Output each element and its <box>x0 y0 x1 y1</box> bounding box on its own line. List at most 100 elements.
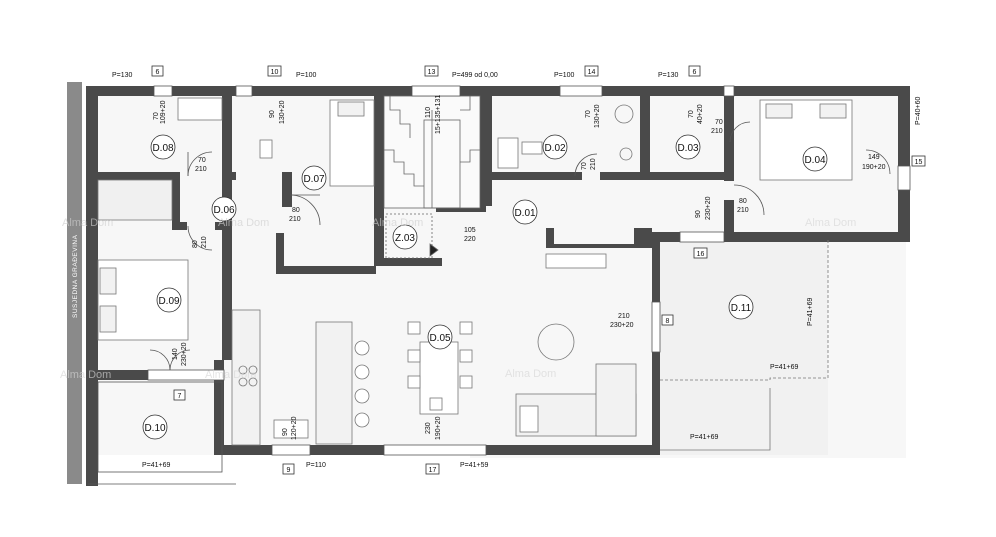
svg-text:230+20: 230+20 <box>610 322 634 329</box>
svg-text:70: 70 <box>153 112 160 120</box>
windows <box>147 85 911 456</box>
svg-text:230: 230 <box>425 422 432 434</box>
svg-text:230+20: 230+20 <box>181 342 188 366</box>
svg-text:P=41+69: P=41+69 <box>770 364 799 371</box>
svg-text:120+20: 120+20 <box>291 416 298 440</box>
svg-text:130+20: 130+20 <box>594 104 601 128</box>
svg-text:D.01: D.01 <box>514 208 536 219</box>
svg-text:D.05: D.05 <box>429 333 451 344</box>
svg-text:90: 90 <box>695 210 702 218</box>
svg-text:6: 6 <box>156 69 160 76</box>
markers: 6 10 13 8 14 6 15 16 7 9 17 <box>151 65 926 475</box>
svg-text:Alma Dom: Alma Dom <box>60 369 111 381</box>
svg-text:105: 105 <box>464 227 476 234</box>
svg-text:P=100: P=100 <box>296 72 317 79</box>
svg-text:8: 8 <box>666 318 670 325</box>
svg-text:D.09: D.09 <box>158 296 180 307</box>
room-d08: D.08 <box>150 134 176 160</box>
svg-text:210: 210 <box>711 128 723 135</box>
svg-text:Alma Dom: Alma Dom <box>372 217 423 229</box>
svg-text:D.11: D.11 <box>731 303 752 314</box>
svg-text:Alma Dom: Alma Dom <box>505 368 556 380</box>
svg-text:D.08: D.08 <box>152 143 174 154</box>
marker-9: 9 <box>282 463 295 475</box>
svg-text:210: 210 <box>195 166 207 173</box>
room-d04: D.04 <box>802 146 828 172</box>
svg-text:70: 70 <box>198 157 206 164</box>
svg-text:P=41+69: P=41+69 <box>690 434 719 441</box>
svg-text:P=100: P=100 <box>554 72 575 79</box>
svg-text:Z.03: Z.03 <box>395 233 415 244</box>
marker-14: 14 <box>584 65 599 77</box>
svg-text:P=41+69: P=41+69 <box>142 462 171 469</box>
marker-6b: 6 <box>688 65 701 77</box>
room-d01: D.01 <box>512 199 538 225</box>
svg-text:13: 13 <box>428 69 436 76</box>
balcony-d10 <box>88 381 236 485</box>
svg-text:70: 70 <box>688 110 695 118</box>
svg-text:Alma Dom: Alma Dom <box>805 217 856 229</box>
svg-text:10: 10 <box>271 69 279 76</box>
top-labels: P=130 P=100 P=499 od 0,00 P=100 P=130 P=… <box>112 72 922 125</box>
svg-text:P=41+69: P=41+69 <box>807 297 814 326</box>
marker-8: 8 <box>661 314 674 326</box>
svg-text:P=499 od 0,00: P=499 od 0,00 <box>452 72 498 79</box>
svg-text:70: 70 <box>715 119 723 126</box>
marker-15: 15 <box>911 155 926 167</box>
svg-text:190+20: 190+20 <box>862 164 886 171</box>
svg-text:D.06: D.06 <box>213 205 235 216</box>
svg-text:D.04: D.04 <box>804 155 826 166</box>
svg-text:D.10: D.10 <box>144 423 166 434</box>
svg-text:9: 9 <box>287 467 291 474</box>
marker-16: 16 <box>693 247 708 259</box>
svg-text:210: 210 <box>618 313 630 320</box>
neighbor-building-label: SUSJEDNA GRAĐEVINA <box>72 234 79 318</box>
svg-text:70: 70 <box>581 162 588 170</box>
room-d07: D.07 <box>301 165 327 191</box>
svg-text:16: 16 <box>697 251 705 258</box>
svg-text:17: 17 <box>429 467 437 474</box>
svg-text:40+20: 40+20 <box>697 104 704 124</box>
svg-text:P=40+60: P=40+60 <box>915 96 922 125</box>
svg-text:210: 210 <box>289 216 301 223</box>
svg-text:190+20: 190+20 <box>435 416 442 440</box>
svg-text:90: 90 <box>269 110 276 118</box>
svg-text:D.02: D.02 <box>544 143 566 154</box>
marker-10: 10 <box>267 65 282 77</box>
svg-text:15: 15 <box>915 159 923 166</box>
svg-text:80: 80 <box>739 198 747 205</box>
svg-text:140: 140 <box>172 348 179 360</box>
room-labels: D.08 D.07 D.06 D.09 D.10 D.05 D.01 Z.03 … <box>142 134 828 440</box>
staircase <box>383 95 481 259</box>
marker-7: 7 <box>173 389 186 401</box>
svg-text:70: 70 <box>585 110 592 118</box>
watermarks: Alma Dom Alma Dom Alma Dom Alma Dom Alma… <box>60 217 856 381</box>
svg-text:109+20: 109+20 <box>160 100 167 124</box>
neighbor-building: SUSJEDNA GRAĐEVINA <box>67 82 82 484</box>
dimension-labels: 70 109+20 90 130+20 110 15+135+131 70 13… <box>142 95 886 469</box>
marker-13: 13 <box>424 65 439 77</box>
svg-text:220: 220 <box>464 236 476 243</box>
marker-17: 17 <box>425 463 440 475</box>
svg-text:7: 7 <box>178 393 182 400</box>
room-d03: D.03 <box>675 134 701 160</box>
svg-text:210: 210 <box>590 158 597 170</box>
svg-text:6: 6 <box>693 69 697 76</box>
svg-text:149: 149 <box>868 154 880 161</box>
svg-text:D.07: D.07 <box>303 174 325 185</box>
svg-text:D.03: D.03 <box>677 143 699 154</box>
room-d09: D.09 <box>156 287 182 313</box>
svg-text:110: 110 <box>425 107 432 118</box>
svg-text:230+20: 230+20 <box>705 196 712 220</box>
svg-text:Alma Dom: Alma Dom <box>218 217 269 229</box>
svg-text:14: 14 <box>588 69 596 76</box>
room-z03: Z.03 <box>392 224 418 250</box>
room-d11: D.11 <box>728 294 754 320</box>
room-d02: D.02 <box>542 134 568 160</box>
svg-text:Alma Dom: Alma Dom <box>205 369 256 381</box>
svg-text:210: 210 <box>201 236 208 248</box>
svg-text:130+20: 130+20 <box>279 100 286 124</box>
room-d10: D.10 <box>142 414 168 440</box>
svg-text:210: 210 <box>737 207 749 214</box>
marker-6a: 6 <box>151 65 164 77</box>
